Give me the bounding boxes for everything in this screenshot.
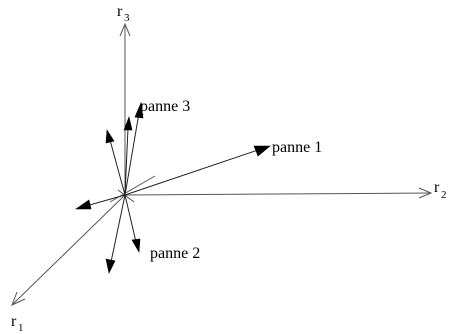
axis-label-r2-subscript: 2 — [441, 189, 447, 201]
vector-upper-left — [109, 139, 126, 196]
axis-r3-arrowhead — [119, 22, 131, 37]
vector-panne-1 — [124, 149, 259, 196]
axis-label-r3: r — [117, 3, 123, 20]
axis-label-r3-subscript: 3 — [124, 12, 130, 24]
axis-r1-arrowhead — [11, 291, 26, 306]
vector-panne-2-arrowhead — [131, 238, 141, 253]
vector-panne-2 — [124, 194, 137, 243]
label-panne-3: panne 3 — [140, 98, 190, 115]
origin-cross-stroke-2 — [117, 189, 135, 203]
vector-panne-3 — [124, 112, 140, 196]
label-panne-2: panne 2 — [150, 245, 200, 262]
axis-label-r2: r — [434, 179, 440, 196]
label-panne-1: panne 1 — [272, 139, 322, 156]
vector-up-arrowhead — [123, 115, 133, 131]
axis-label-r1-subscript: 1 — [18, 322, 24, 334]
origin-cross-stroke — [109, 175, 156, 203]
vector-panne-1-arrowhead — [253, 145, 271, 157]
axis-r2-arrowhead — [418, 187, 433, 199]
vector-up — [124, 127, 129, 196]
vector-left-arrowhead — [75, 199, 92, 210]
axis-label-r1: r — [11, 313, 17, 330]
vector-down-left-arrowhead — [105, 258, 116, 274]
axis-r1 — [12, 194, 126, 305]
vector-panne-3-arrowhead — [134, 101, 144, 119]
vector-upper-left-arrowhead — [105, 129, 115, 144]
vector-down-left — [110, 194, 126, 263]
vector-left — [85, 194, 126, 207]
axis-r2 — [124, 192, 431, 196]
